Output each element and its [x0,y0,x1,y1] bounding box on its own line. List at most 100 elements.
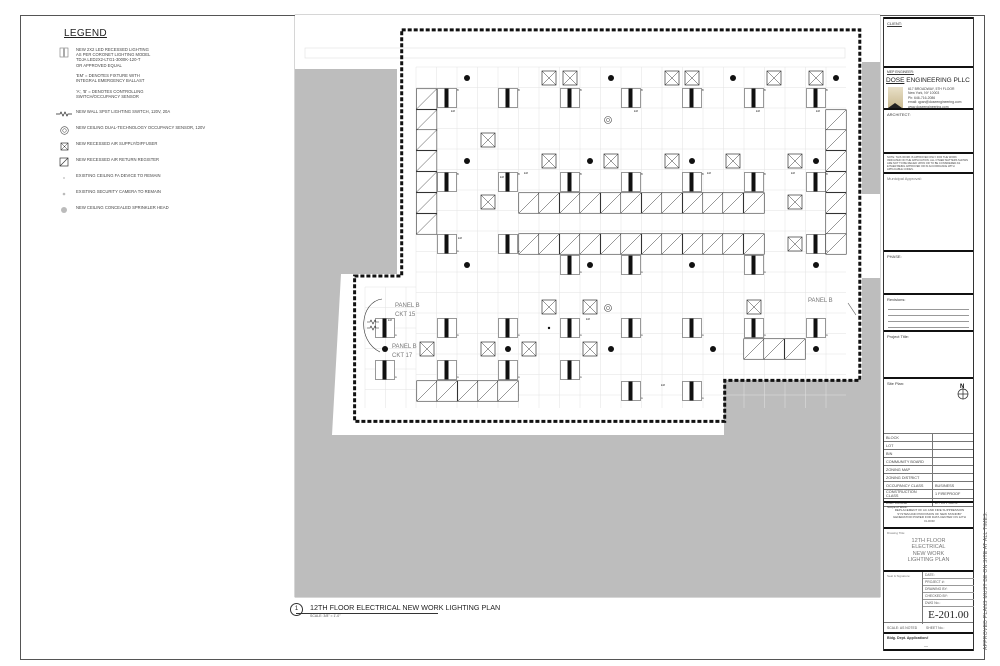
legend-title: LEGEND [64,28,107,39]
recessed-light-fixture [621,381,641,401]
municipal-label: Municipal Approval: [887,176,922,181]
air-return-register [436,380,458,402]
recessed-light-fixture [806,88,826,108]
air-return-register [416,192,438,214]
recessed-light-fixture [682,88,702,108]
air-supply-diffuser [521,341,537,357]
mep-label: MEP ENGINEER: [887,70,914,74]
fixture-tag: A [580,333,582,337]
fixture-tag: EM [791,171,795,175]
air-supply-diffuser [787,153,803,169]
occupancy-sensor [604,304,612,312]
fixture-tag: A [580,270,582,274]
air-supply-diffuser [725,153,741,169]
seal-label: Seal & Signature: [887,574,911,578]
air-supply-diffuser [480,194,496,210]
air-supply-diffuser [582,299,598,315]
fixture-tag: A [641,333,643,337]
project-title-section: Project Title: [884,330,973,377]
air-return-register [743,338,765,360]
air-return-register [825,233,847,255]
recessed-light-fixture [806,234,826,254]
air-return-register [477,380,499,402]
legend-item: NEW RECESSED AIR SUPPLY/DIFFUSER [56,141,286,152]
air-supply-diffuser [808,70,824,86]
recessed-light-fixture [621,88,641,108]
air-return-register [559,233,581,255]
recessed-light-fixture [806,318,826,338]
recessed-light-fixture [498,318,518,338]
air-return-register [825,192,847,214]
air-return-register [416,171,438,193]
recessed-light-fixture [375,318,395,338]
fixture-tag: B [641,172,643,176]
scale-row: SCALE: AS NOTED SHEET No.: [884,622,973,632]
sprinkler-head [689,262,695,268]
air-return-register [722,233,744,255]
legend-item-text: EXISTING CEILING FA DEVICE TO REMAIN [76,172,161,178]
air-supply-diffuser [419,341,435,357]
vertical-approval-note: APPROVED PLANS MUST BE ON SITE AT ALL TI… [975,470,989,650]
fixture-tag: A [826,333,828,337]
air-return-register [620,233,642,255]
legend-item-text: NEW CEILING CONCEALED SPRINKLER HEAD [76,204,169,210]
sprinkler-head [547,326,551,330]
fixture-tag: B [702,172,704,176]
firm-name-b: ENGINEERING PLLC [904,77,970,84]
sprinkler-head [813,158,819,164]
info-label: BIN [884,449,933,458]
fixture-tag: A [457,333,459,337]
legend-item-text: NEW 2X2 LED RECESSED LIGHTING AS PER COR… [76,47,151,68]
air-return-register [600,192,622,214]
info-value [932,473,973,482]
approval-note: NOTE: THIS WORK IS APPROVED ONLY FOR THE… [887,156,968,171]
fixture-tag: B [580,88,582,92]
fixture-tag: A [764,333,766,337]
wall-switch-icon [56,109,72,120]
air-return-register [825,213,847,235]
fixture-tag: A [641,396,643,400]
municipal-approval-section: Municipal Approval: [884,172,973,250]
fixture-tag: EM [707,171,711,175]
revision-line [888,315,969,316]
air-return-register [416,150,438,172]
recessed-light-fixture [560,88,580,108]
client-section: CLIENT: [884,17,973,66]
info-row: BIN [884,449,973,458]
recessed-light-fixture [498,88,518,108]
recessed-light-fixture [682,381,702,401]
fixture-tag: B [518,172,520,176]
fa-device-icon [56,173,72,184]
fixture-tag: A [457,249,459,253]
fixture-tag: A [457,375,459,379]
air-supply-diffuser [541,299,557,315]
fixture-tag: B [518,88,520,92]
plan-title: 12TH FLOOR ELECTRICAL NEW WORK LIGHTING … [310,603,501,612]
note-section: NOTE: THIS WORK IS APPROVED ONLY FOR THE… [884,152,973,172]
air-return-register [661,233,683,255]
air-return-register [579,233,601,255]
fixture-tag: EM [388,318,392,322]
fixture-tag: EM [756,109,760,113]
occupancy-sensor [604,116,612,124]
occupancy-sensor-icon [56,125,72,136]
meta-row: CHECKED BY: [923,593,974,600]
legend-item: EXISTING SECURITY CAMERA TO REMAIN [56,189,286,200]
fixture-tag: EM [458,236,462,240]
panel-b-label: PANEL B [395,303,420,309]
recessed-light-fixture [682,318,702,338]
air-return-register [538,233,560,255]
recessed-light-fixture [437,88,457,108]
legend-item: EXISTING CEILING FA DEVICE TO REMAIN [56,173,286,184]
drawing-title-label: Drawing Title: [887,531,906,535]
air-supply-diffuser [664,153,680,169]
info-value: 1 FIREPROOF [932,489,973,499]
panel-b-label: PANEL B [392,344,417,350]
scope-label: Scope of Work: [887,505,908,509]
recessed-light-fixture [806,172,826,192]
fixture-tag: A [641,270,643,274]
recessed-light-fixture-icon [56,47,72,58]
scope-of-work-text: REPLACEMENT OF AC AND FIRE SUPPRESSION S… [893,508,966,523]
revisions-section: Revisions: [884,293,973,330]
